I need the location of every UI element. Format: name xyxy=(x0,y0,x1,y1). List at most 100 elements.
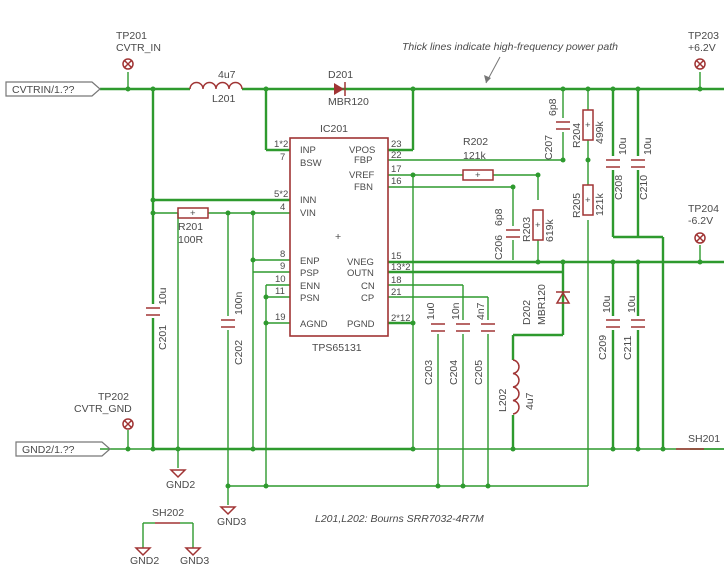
ground-gnd2-bottom: GND2 xyxy=(130,547,159,567)
svg-text:TP204: TP204 xyxy=(688,203,719,215)
svg-text:10: 10 xyxy=(275,274,286,285)
svg-text:7: 7 xyxy=(280,152,285,163)
svg-text:8: 8 xyxy=(280,249,285,260)
capacitor-c202: C202 100n xyxy=(220,291,245,365)
svg-text:23: 23 xyxy=(391,139,402,150)
ic-tps65131: IC201 TPS65131 + INP BSW INN VIN ENP PSP… xyxy=(274,123,411,354)
svg-text:10u: 10u xyxy=(157,287,169,305)
svg-text:1*2: 1*2 xyxy=(274,139,288,150)
svg-text:CP: CP xyxy=(361,293,374,304)
svg-text:619k: 619k xyxy=(544,218,556,242)
svg-text:10u: 10u xyxy=(617,137,629,155)
svg-text:CVTR_GND: CVTR_GND xyxy=(74,403,132,415)
svg-text:L202: L202 xyxy=(497,388,509,412)
svg-text:CN: CN xyxy=(361,281,375,292)
inductor-l202: L202 4u7 xyxy=(497,359,536,415)
svg-text:SH202: SH202 xyxy=(152,507,184,519)
svg-text:ENP: ENP xyxy=(300,256,320,267)
svg-text:2*12: 2*12 xyxy=(391,313,411,324)
svg-text:TP201: TP201 xyxy=(116,30,147,42)
diode-d202: D202 MBR120 xyxy=(521,284,571,325)
note-thick-lines: Thick lines indicate high-frequency powe… xyxy=(402,41,618,84)
svg-text:INP: INP xyxy=(300,145,316,156)
svg-text:FBP: FBP xyxy=(354,155,372,166)
shunt-sh202: SH202 xyxy=(152,507,184,524)
resistor-r203: + R203 619k xyxy=(521,209,556,242)
svg-text:4: 4 xyxy=(280,202,285,213)
ic-right-pins: VPOS FBP VREF FBN VNEG OUTN CN CP PGND 2… xyxy=(347,139,411,330)
junctions xyxy=(125,86,703,489)
svg-text:18: 18 xyxy=(391,275,402,286)
svg-text:C204: C204 xyxy=(448,360,460,385)
capacitor-c208: C208 10u xyxy=(605,137,629,200)
svg-text:C211: C211 xyxy=(622,336,634,360)
svg-text:15: 15 xyxy=(391,251,402,262)
ground-gnd3-bottom: GND3 xyxy=(180,547,209,567)
svg-text:499k: 499k xyxy=(594,120,606,144)
capacitor-c205: C205 4n7 xyxy=(473,302,496,385)
port-gnd2-label: GND2/1.?? xyxy=(22,444,75,456)
capacitor-c209: C209 10u xyxy=(597,295,621,360)
resistor-r202: + R202 121k xyxy=(462,136,494,181)
ground-gnd2-top: GND2 xyxy=(166,469,195,491)
capacitor-c206: C206 6p8 xyxy=(493,208,521,260)
svg-text:10u: 10u xyxy=(626,295,638,313)
svg-text:BSW: BSW xyxy=(300,158,322,169)
svg-text:R203: R203 xyxy=(521,217,533,242)
svg-text:R202: R202 xyxy=(463,136,488,148)
svg-text:D201: D201 xyxy=(328,69,353,81)
svg-text:121k: 121k xyxy=(594,192,606,216)
svg-text:1u0: 1u0 xyxy=(425,302,437,320)
svg-text:PGND: PGND xyxy=(347,319,375,330)
ground-gnd3-top: GND3 xyxy=(217,506,246,528)
svg-text:D202: D202 xyxy=(521,300,533,325)
testpoint-tp202: TP202 CVTR_GND xyxy=(74,391,134,430)
svg-text:17: 17 xyxy=(391,164,402,175)
svg-text:+: + xyxy=(585,195,591,206)
resistor-r205: + R205 121k xyxy=(571,184,606,218)
resistor-r204: + R204 499k xyxy=(571,109,606,148)
svg-text:GND3: GND3 xyxy=(180,555,209,567)
capacitor-c201: C201 10u xyxy=(145,287,169,350)
svg-text:4n7: 4n7 xyxy=(475,302,487,320)
svg-text:+6.2V: +6.2V xyxy=(688,42,716,54)
svg-text:6p8: 6p8 xyxy=(547,98,559,116)
svg-text:C209: C209 xyxy=(597,335,609,360)
svg-text:22: 22 xyxy=(391,150,402,161)
svg-text:MBR120: MBR120 xyxy=(536,284,548,325)
inductor-l201: 4u7 L201 xyxy=(189,69,243,105)
testpoint-tp201: TP201 CVTR_IN xyxy=(116,30,161,70)
svg-text:R201: R201 xyxy=(178,221,203,233)
svg-text:121k: 121k xyxy=(463,150,487,162)
svg-text:100n: 100n xyxy=(233,291,245,315)
note-inductor-part: L201,L202: Bourns SRR7032-4R7M xyxy=(315,513,484,525)
resistor-r201: + R201 100R xyxy=(177,207,209,246)
svg-text:C201: C201 xyxy=(157,325,169,350)
port-cvtrin: CVTRIN/1.?? xyxy=(5,81,101,97)
svg-text:C206: C206 xyxy=(493,235,505,260)
svg-text:10u: 10u xyxy=(601,295,613,313)
svg-text:+: + xyxy=(190,208,196,219)
port-gnd2: GND2/1.?? xyxy=(15,441,111,457)
svg-text:TP203: TP203 xyxy=(688,30,719,42)
svg-text:INN: INN xyxy=(300,195,317,206)
svg-text:C202: C202 xyxy=(233,340,245,365)
svg-text:13*2: 13*2 xyxy=(391,262,411,273)
svg-text:SH201: SH201 xyxy=(688,433,720,445)
svg-text:VPOS: VPOS xyxy=(349,145,375,156)
testpoint-tp204: TP204 -6.2V xyxy=(688,203,719,244)
svg-text:AGND: AGND xyxy=(300,319,328,330)
svg-text:PSP: PSP xyxy=(300,268,319,279)
svg-text:GND2: GND2 xyxy=(130,555,159,567)
svg-text:11: 11 xyxy=(275,286,285,297)
svg-text:+: + xyxy=(535,220,541,231)
svg-text:+: + xyxy=(335,231,341,243)
svg-text:GND2: GND2 xyxy=(166,479,195,491)
capacitor-c210: C210 10u xyxy=(630,137,654,200)
shunt-sh201: SH201 xyxy=(676,433,720,450)
svg-text:TP202: TP202 xyxy=(98,391,129,403)
svg-text:-6.2V: -6.2V xyxy=(688,215,713,227)
svg-text:+: + xyxy=(475,170,481,181)
capacitor-c203: C203 1u0 xyxy=(423,302,446,385)
